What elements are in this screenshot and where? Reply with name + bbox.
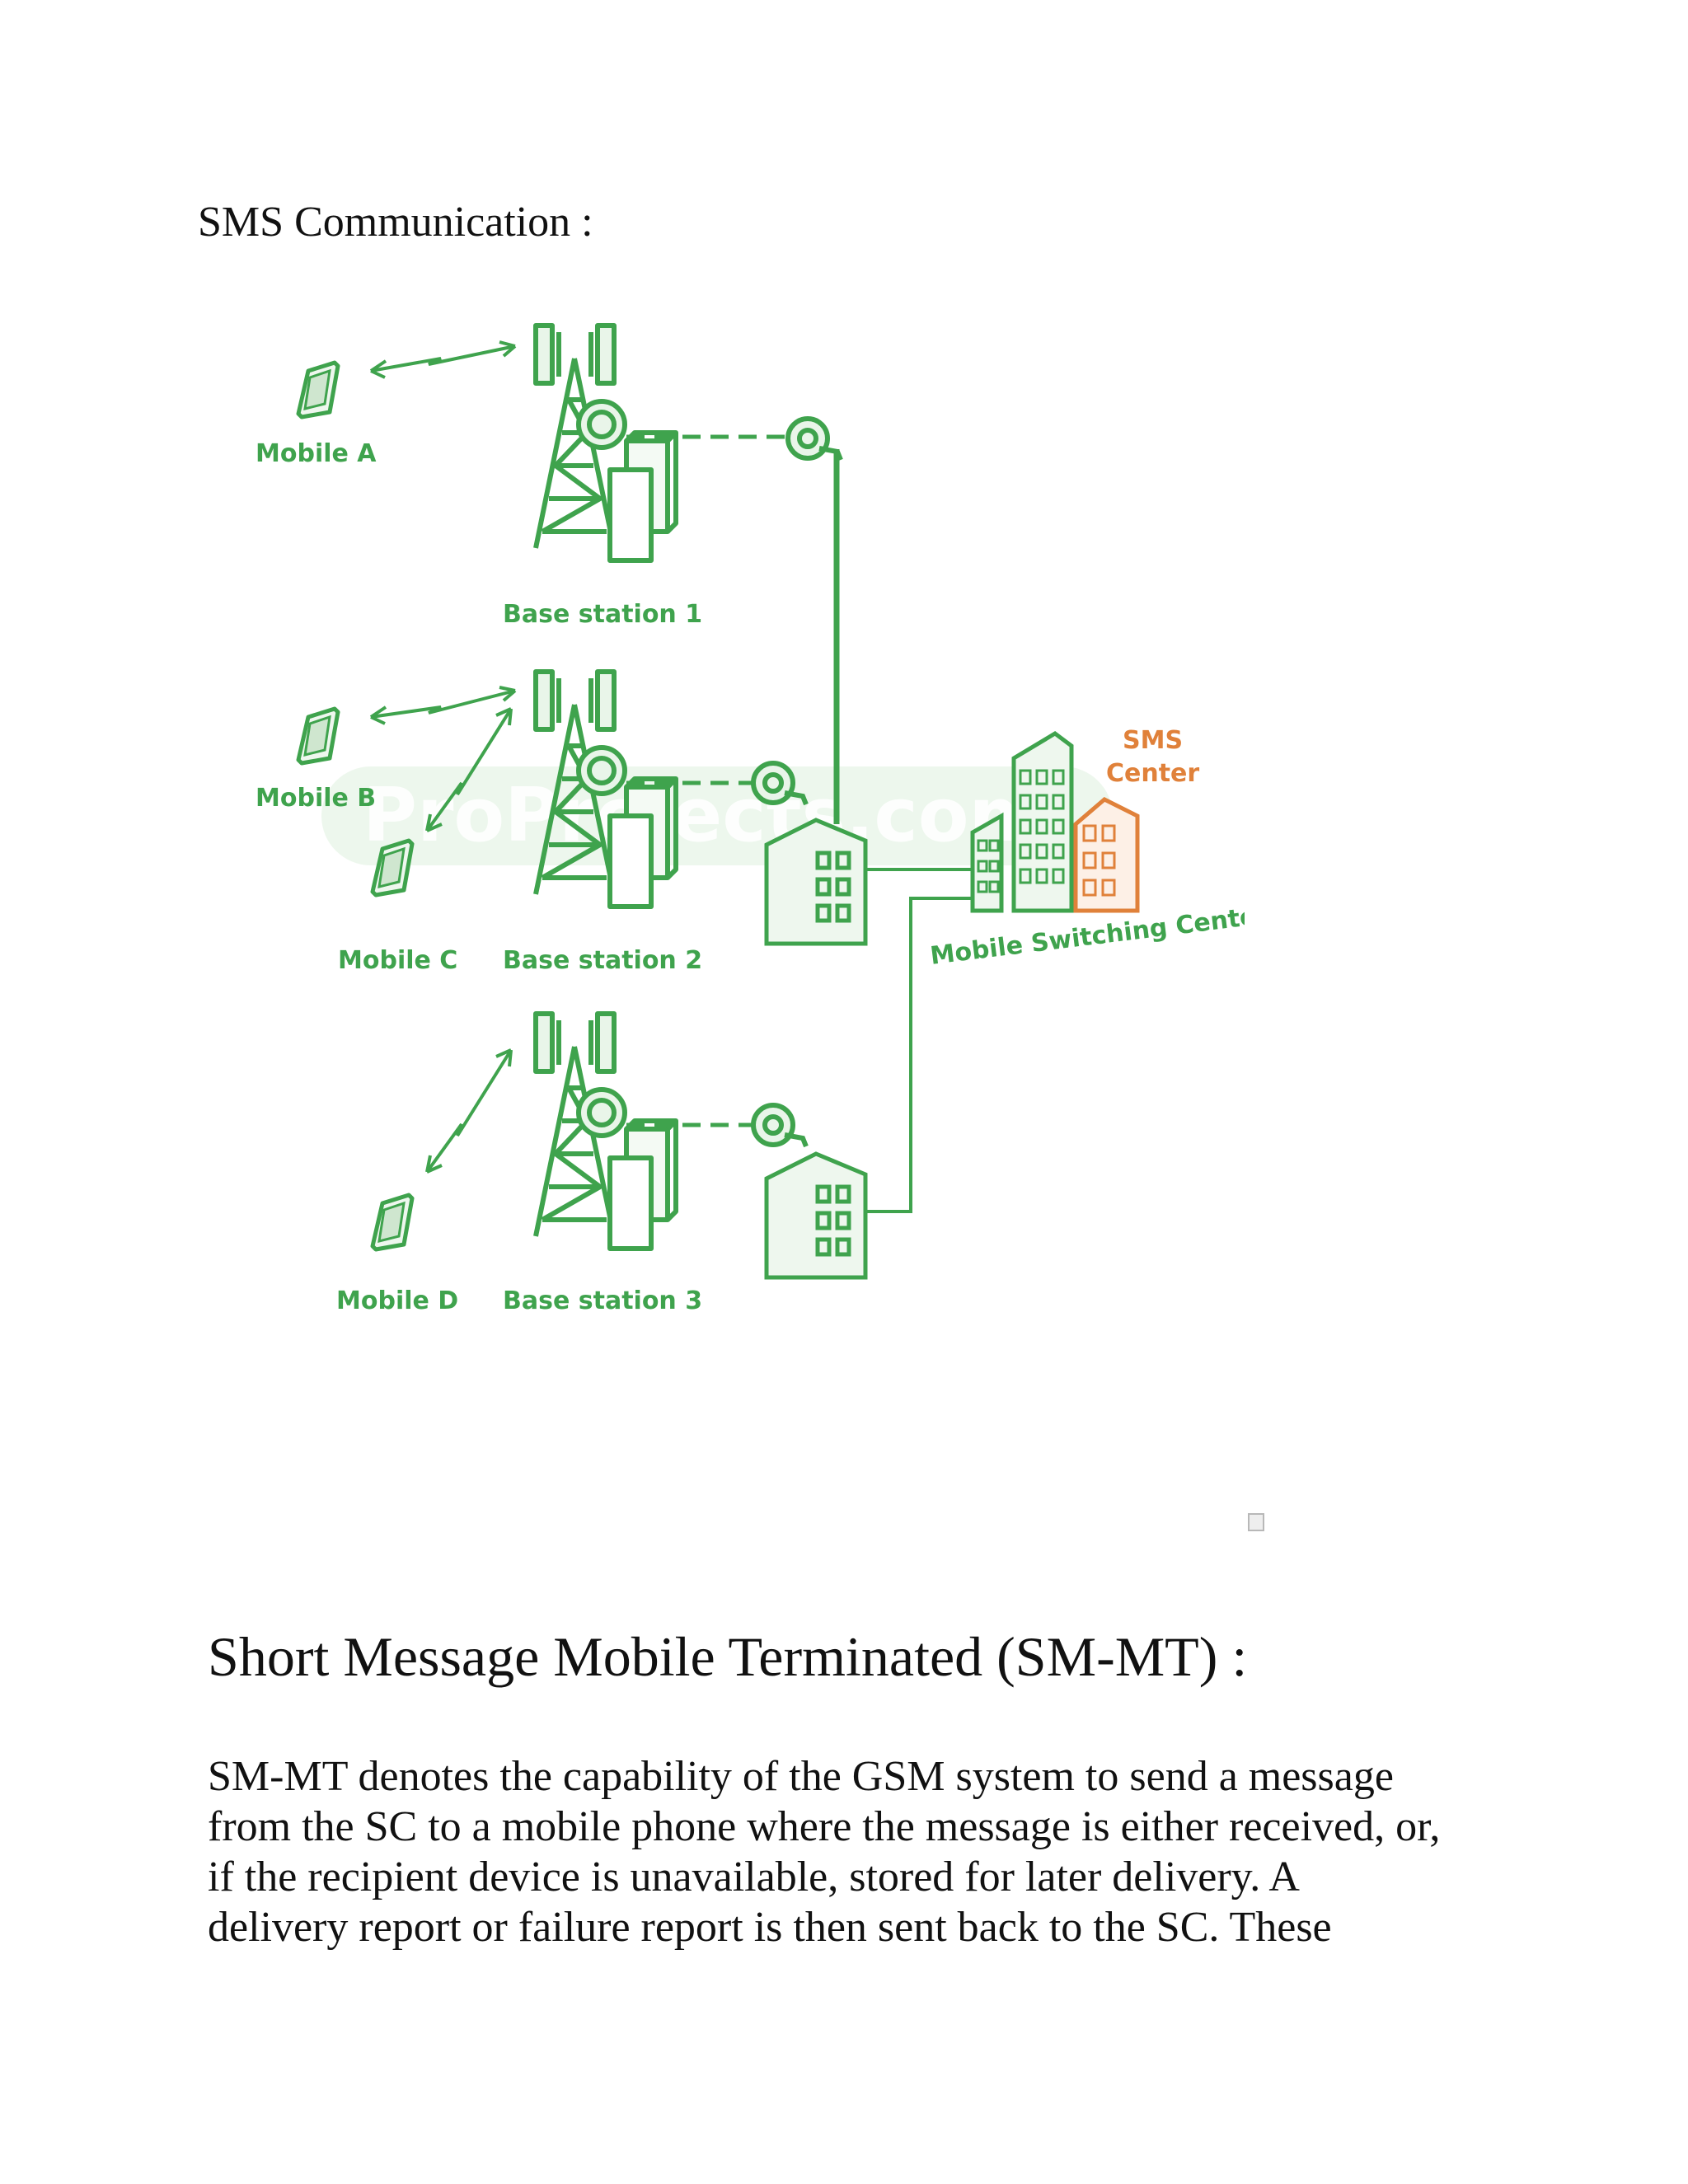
sm-mt-paragraph: SM-MT denotes the capability of the GSM … — [208, 1751, 1543, 1952]
label-mobile-d: Mobile D — [336, 1286, 458, 1315]
label-base-station-1: Base station 1 — [503, 600, 702, 629]
label-base-station-2: Base station 2 — [503, 946, 702, 975]
label-sms-center-line1: SMS — [1123, 726, 1183, 755]
dish-1-icon — [788, 419, 841, 460]
label-base-station-3: Base station 3 — [503, 1286, 702, 1315]
link-d-bs3 — [425, 1048, 513, 1174]
paragraph-line: SM-MT denotes the capability of the GSM … — [208, 1753, 1394, 1800]
label-mobile-c: Mobile C — [338, 946, 457, 975]
section-heading: SMS Communication : — [198, 199, 593, 246]
wire-bs3-msc — [865, 897, 981, 1213]
link-b-bs2 — [370, 689, 516, 719]
broken-image-icon — [1248, 1513, 1264, 1531]
relay-building-3-icon — [767, 1154, 865, 1277]
sms-network-diagram: ProProjects.com — [223, 297, 1245, 1352]
watermark-text: ProProjects.com — [363, 772, 1046, 859]
sms-center-building-icon — [1073, 797, 1140, 913]
link-a-bs1 — [370, 344, 516, 373]
mobile-d-icon — [373, 1195, 412, 1249]
watermark-band — [321, 766, 1113, 865]
paragraph-line: if the recipient device is unavailable, … — [208, 1854, 1300, 1900]
label-mobile-b: Mobile B — [256, 784, 376, 813]
paragraph-line: from the SC to a mobile phone where the … — [208, 1803, 1441, 1850]
sm-mt-heading: Short Message Mobile Terminated (SM-MT) … — [208, 1625, 1248, 1688]
dish-3-icon — [753, 1105, 806, 1146]
mobile-b-icon — [298, 709, 338, 763]
base-station-3-icon — [536, 1014, 676, 1249]
base-station-1-icon — [536, 326, 676, 560]
relay-building-2-icon — [767, 820, 865, 944]
msc-building-icon — [970, 730, 1074, 913]
paragraph-line: delivery report or failure report is the… — [208, 1904, 1332, 1951]
link-c-bs2 — [425, 707, 513, 832]
label-mobile-a: Mobile A — [256, 439, 377, 468]
base-station-2-icon — [536, 672, 676, 907]
mobile-a-icon — [298, 363, 338, 417]
label-sms-center-line2: Center — [1106, 759, 1199, 788]
